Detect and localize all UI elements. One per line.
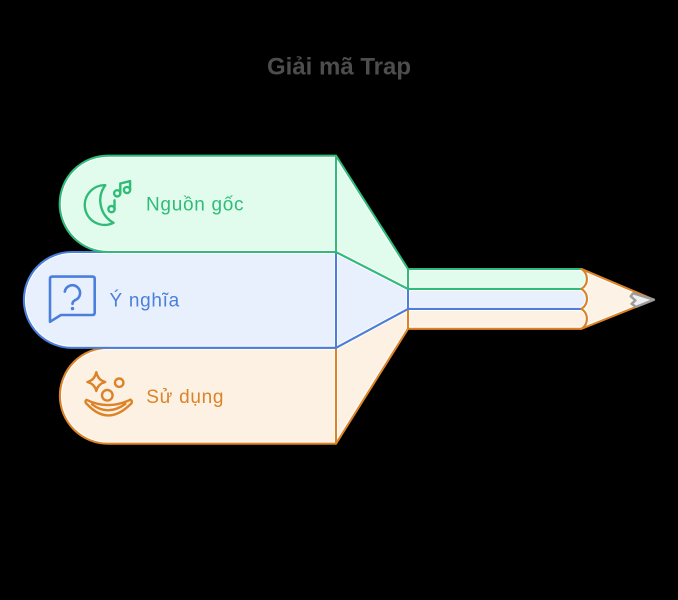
svg-text:Sử dụng: Sử dụng bbox=[146, 387, 224, 408]
svg-text:Ý nghĩa: Ý nghĩa bbox=[110, 291, 180, 312]
svg-text:Giải mã Trap: Giải mã Trap bbox=[267, 54, 411, 81]
svg-text:Nguồn gốc: Nguồn gốc bbox=[146, 195, 244, 216]
